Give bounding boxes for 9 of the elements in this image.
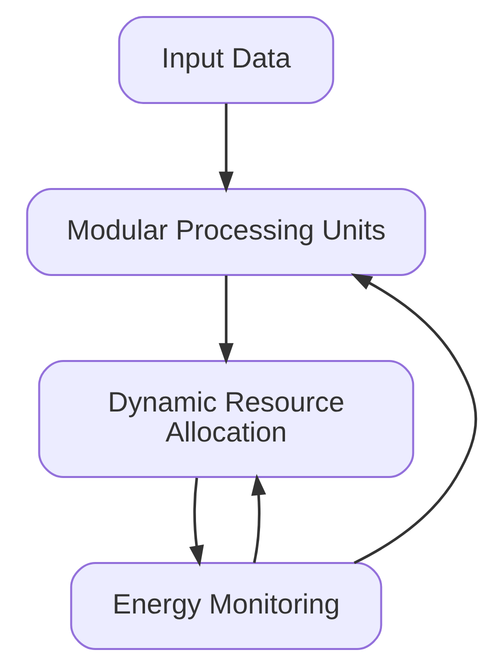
arrow <box>218 103 234 192</box>
arrow <box>251 473 266 563</box>
arrow <box>218 275 234 364</box>
node-box: Energy Monitoring <box>70 562 382 650</box>
node-box: Dynamic Resource Allocation <box>38 360 414 478</box>
arrow <box>189 477 204 566</box>
arrow <box>350 272 478 564</box>
node-box: Modular Processing Units <box>26 188 426 276</box>
node-box: Input Data <box>118 16 334 104</box>
